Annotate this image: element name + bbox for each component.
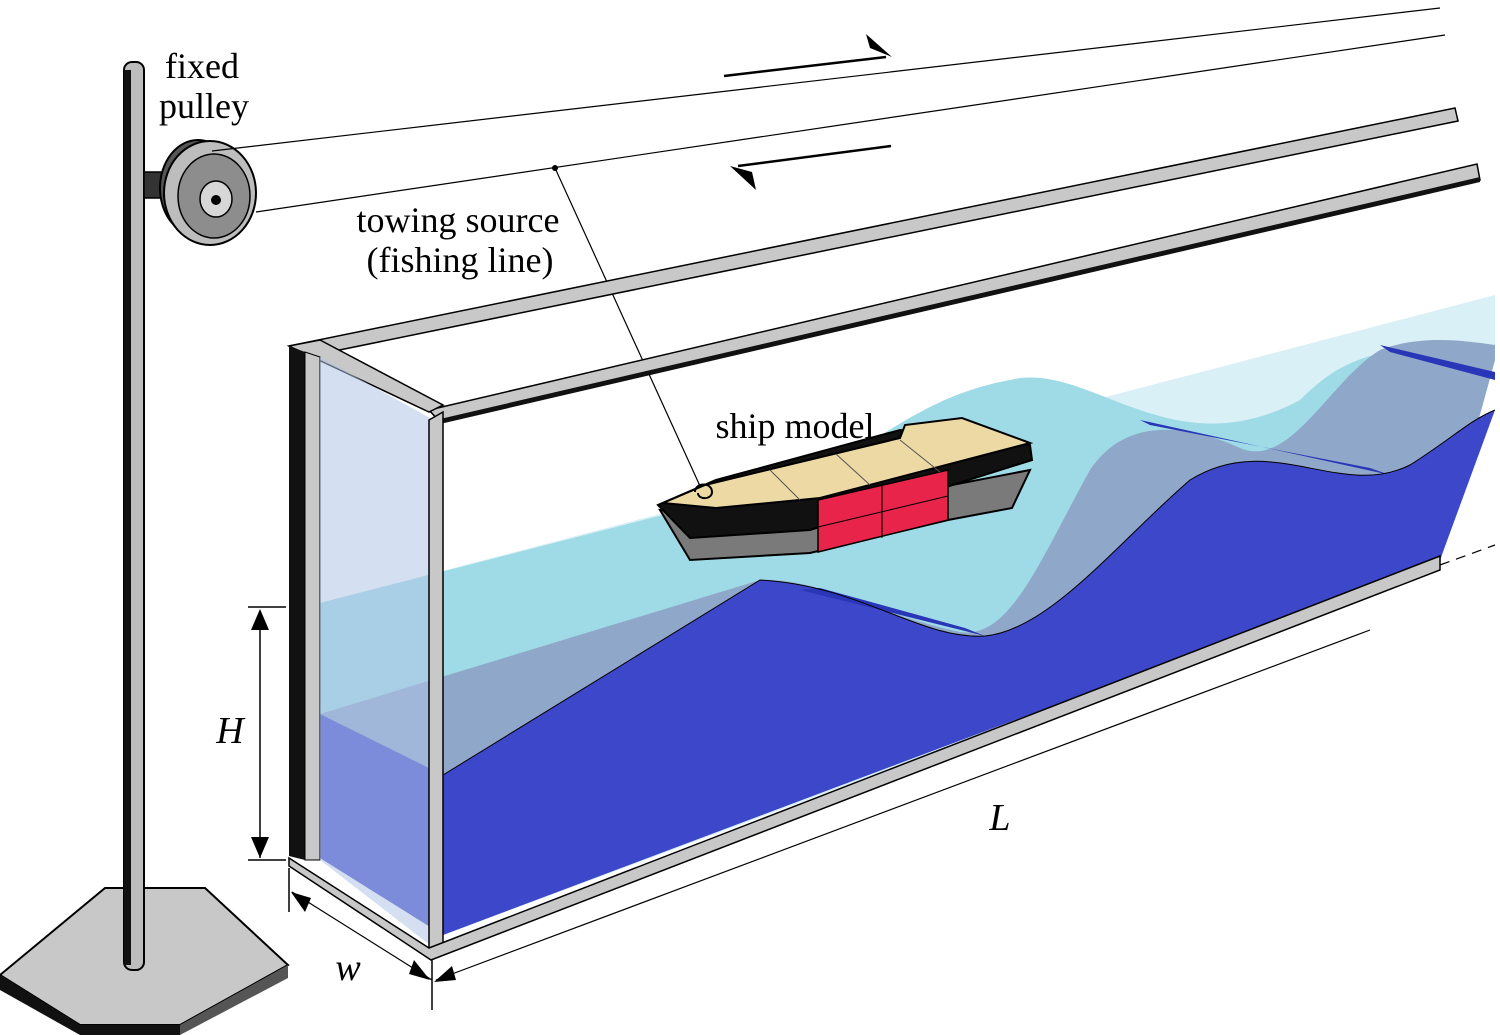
- tank-left-post: [289, 346, 305, 860]
- height-arrow-top: [251, 609, 269, 630]
- arrow-left-shaft: [737, 144, 892, 168]
- length-symbol: L: [988, 797, 1010, 839]
- length-line: [435, 629, 1371, 981]
- wave-outline: [442, 409, 1496, 776]
- ship-red-mid: [817, 495, 949, 528]
- tow-hook-icon: [694, 483, 714, 500]
- arrow-right-shaft: [723, 55, 887, 78]
- tank-front-post: [428, 410, 444, 957]
- rail-front-dark: [440, 177, 1480, 424]
- ship-model: [656, 416, 1034, 562]
- lower-line: [255, 34, 1446, 213]
- tank-top-rails: [286, 107, 1481, 424]
- height-arrow-bottom: [251, 837, 269, 858]
- tank-far-dash: [1439, 544, 1496, 566]
- length-arrow: [434, 966, 456, 982]
- stand-base-side-right: [180, 965, 288, 1035]
- stand-pole-shade: [124, 70, 131, 965]
- pulley-label-line2: pulley: [159, 86, 249, 126]
- width-dimension: [288, 868, 433, 1010]
- height-dimension: [248, 606, 286, 861]
- water-deep: [443, 410, 1495, 935]
- arrow-left-head: [730, 166, 756, 190]
- tank-left-post-face: [304, 351, 321, 861]
- tank-top-left-edge: [286, 339, 445, 413]
- towing-label-line2: (fishing line): [367, 240, 554, 280]
- width-symbol: w: [335, 947, 361, 989]
- wave-trough-band-3: [1380, 345, 1495, 380]
- tank-bottom-rail: [288, 554, 1441, 961]
- pulley-stand: [0, 61, 290, 1035]
- tank-left-glass: [320, 357, 430, 945]
- fishing-lines: [211, 7, 1446, 487]
- ship-label: ship model: [716, 406, 875, 446]
- stand-base-side: [0, 975, 180, 1035]
- height-symbol: H: [215, 710, 246, 752]
- width-arrow-left: [291, 892, 311, 912]
- pulley-axle-hole: [211, 195, 221, 205]
- arrow-right-head: [866, 34, 892, 57]
- tow-line-to-ship: [554, 167, 701, 487]
- upper-line: [211, 7, 1441, 152]
- width-arrow-right: [409, 960, 430, 980]
- length-dimension: [434, 629, 1371, 982]
- width-line: [291, 891, 433, 981]
- tank-frame: [288, 346, 1496, 961]
- deck-seam-2: [835, 453, 871, 486]
- fixed-pulley: [143, 139, 257, 246]
- wave-trough-band-1: [800, 588, 985, 636]
- direction-arrows: [723, 34, 892, 190]
- deck-seam-3: [899, 439, 941, 473]
- deck-seam-1: [769, 469, 801, 501]
- wave-trough-band-2: [1140, 420, 1390, 475]
- pulley-label-line1: fixed: [165, 46, 239, 86]
- towing-label-line1: towing source: [357, 200, 560, 240]
